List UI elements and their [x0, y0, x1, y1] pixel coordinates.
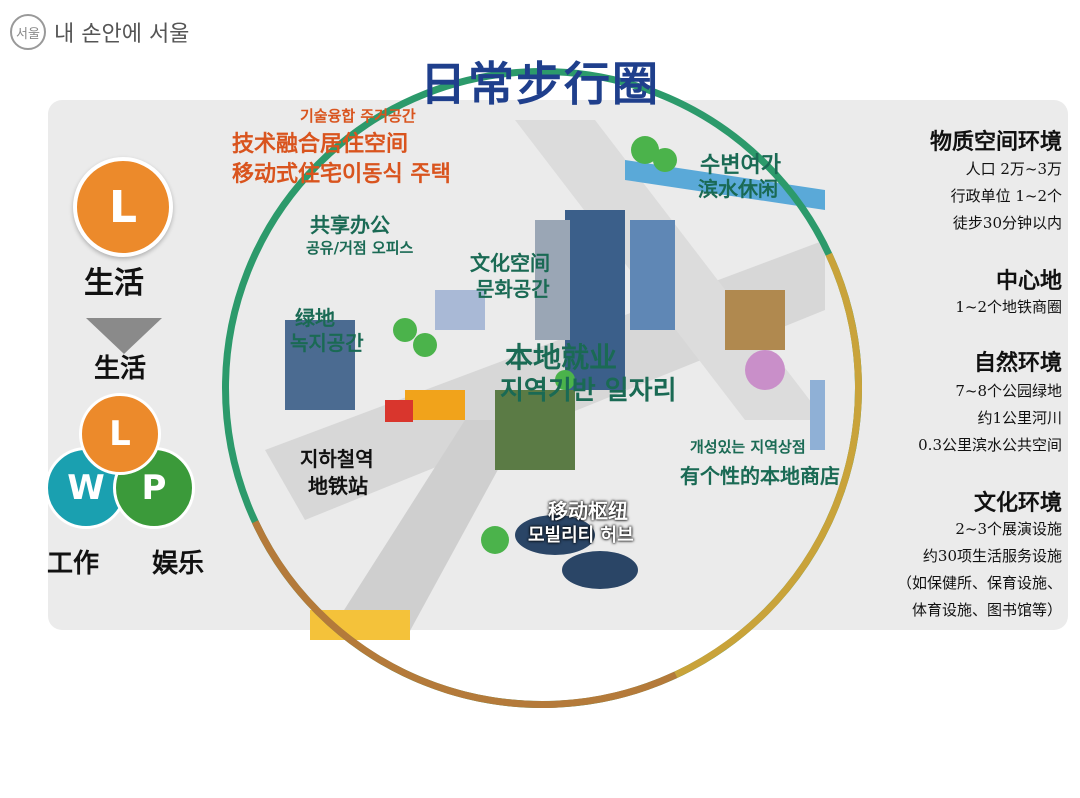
- seoul-logo-icon: 서울: [10, 14, 46, 50]
- center-heading: 中心地: [995, 269, 1062, 294]
- label-mobile: 移动式住宅이동식 주택: [232, 156, 451, 188]
- culture-heading: 文化环境: [973, 491, 1062, 516]
- label-water-kr: 수변여가: [700, 153, 781, 178]
- label-culture-cn: 文化空间: [470, 251, 550, 275]
- culture-line-4: 体育设施、图书馆等）: [911, 601, 1062, 619]
- label-tech-cn: 技术融合居住空间: [232, 132, 409, 157]
- label-shop-cn: 有个性的本地商店: [680, 464, 840, 488]
- nature-line-1: 7~8个公园绿地: [955, 382, 1062, 400]
- label-job-kr: 지역기반 일자리: [500, 376, 677, 406]
- label-green-cn: 绿地: [295, 306, 335, 330]
- label-green-kr: 녹지공간: [290, 331, 364, 355]
- walking-circle-ring: [222, 68, 862, 708]
- life-circle-icon: L: [73, 157, 173, 257]
- brand-name: 내 손안에 서울: [54, 22, 190, 47]
- life-label-top: 生活: [84, 266, 144, 301]
- nature-line-3: 0.3公里滨水公共空间: [918, 436, 1062, 454]
- culture-line-1: 2~3个展演设施: [955, 520, 1062, 538]
- label-shop-kr: 개성있는 지역상점: [690, 438, 806, 456]
- label-share-kr: 공유/거점 오피스: [306, 239, 414, 257]
- label-hub-kr: 모빌리티 허브: [528, 525, 634, 546]
- life-letter: L: [108, 181, 138, 233]
- life-label-mid: 生活: [94, 354, 147, 384]
- nature-line-2: 约1公里河川: [977, 409, 1062, 427]
- work-label: 工作: [47, 549, 100, 579]
- life-circle: L: [79, 393, 161, 475]
- center-line-1: 1~2个地铁商圈: [955, 298, 1062, 316]
- physical-env-line-2: 行政单位 1~2个: [950, 187, 1062, 205]
- label-tech-kr: 기술융합 주거공간: [300, 107, 416, 125]
- arrow-down-icon: [86, 318, 162, 354]
- physical-env-heading: 物质空间环境: [929, 130, 1062, 155]
- brand-header: 서울 내 손안에 서울: [10, 14, 189, 50]
- label-culture-kr: 문화공간: [476, 277, 550, 301]
- culture-line-3: （如保健所、保育设施、: [896, 574, 1062, 592]
- label-job-cn: 本地就业: [505, 341, 618, 374]
- life-work-play-venn: W P L: [45, 393, 195, 543]
- label-subway-cn: 地铁站: [308, 474, 368, 498]
- play-label: 娱乐: [152, 549, 205, 579]
- label-share-cn: 共享办公: [310, 213, 390, 237]
- nature-heading: 自然环境: [973, 351, 1062, 376]
- culture-line-2: 约30项生活服务设施: [922, 547, 1062, 565]
- physical-env-line-1: 人口 2万~3万: [965, 160, 1062, 178]
- physical-env-line-3: 徒步30分钟以内: [952, 214, 1062, 232]
- page-title: 日常步行圈: [420, 57, 660, 111]
- label-mobile-kr: 이동식 주택: [342, 162, 451, 187]
- label-mobile-cn: 移动式住宅: [232, 162, 343, 187]
- label-hub-cn: 移动枢纽: [548, 499, 628, 523]
- label-water-cn: 滨水休闲: [698, 177, 778, 201]
- label-subway-kr: 지하철역: [300, 447, 374, 471]
